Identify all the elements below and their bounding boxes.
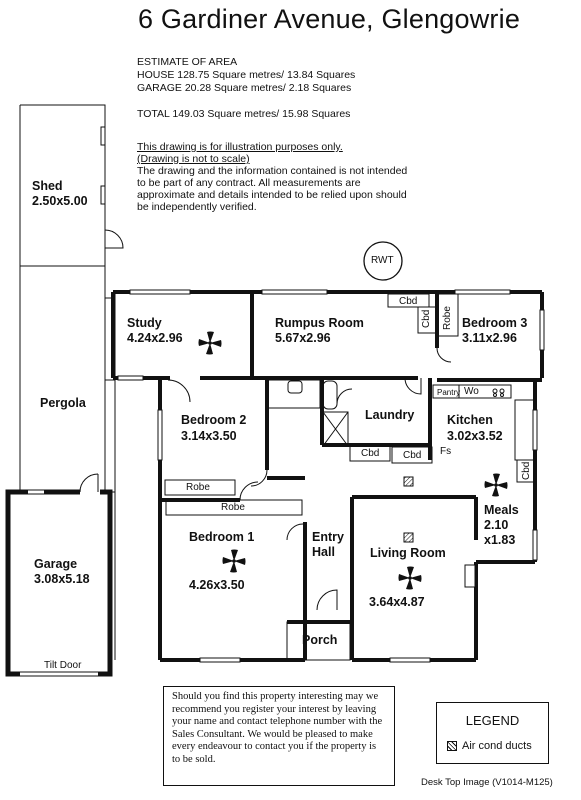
room-bedroom2-dims: 3.14x3.50 [181,429,237,443]
room-meals-dims1: 2.10 [484,518,509,532]
estimate-house: HOUSE 128.75 Square metres/ 13.84 Square… [137,69,356,81]
room-bedroom3-name: Bedroom 3 [462,316,528,330]
disclaimer: This drawing is for illustration purpose… [137,141,417,213]
air-cond-duct-icon [447,741,457,751]
robe-bed2 [164,479,236,496]
duct-living [403,532,414,543]
rwt-label: RWT [371,255,394,266]
estimate-total: TOTAL 149.03 Square metres/ 15.98 Square… [137,108,351,120]
room-entry-name2: Hall [312,545,335,559]
room-garage-dims: 3.08x5.18 [34,572,90,586]
room-laundry-name: Laundry [365,408,415,422]
legend: LEGEND Air cond ducts [436,702,549,764]
room-shed-dims: 2.50x5.00 [32,194,88,208]
legend-air-cond-label: Air cond ducts [462,740,532,752]
room-living-name: Living Room [370,546,446,560]
room-garage-name: Garage [34,557,78,571]
room-bedroom1-dims: 4.26x3.50 [189,578,245,592]
room-study-dims: 4.24x2.96 [127,331,183,345]
garage-walls [5,473,113,677]
legend-row-air-cond: Air cond ducts [447,740,532,752]
cbd-rumpus-side-label: Cbd [421,309,432,328]
legend-title: LEGEND [465,713,520,728]
disclaimer-line1: This drawing is for illustration purpose… [137,141,343,153]
cbd-laundry1-label: Cbd [361,448,380,459]
robe-bed1 [165,499,303,516]
internal-details [117,289,545,663]
room-meals-name: Meals [484,503,519,517]
room-meals-dims2: x1.83 [484,533,516,547]
room-kitchen-dims: 3.02x3.52 [447,429,503,443]
tilt-door-label: Tilt Door [44,660,82,671]
room-rumpus-name: Rumpus Room [275,316,364,330]
disclaimer-line2: (Drawing is not to scale) [137,153,250,165]
rwt-tank [363,241,403,281]
room-pergola-name: Pergola [40,396,86,410]
duct-kitchen [403,476,414,487]
footer-credit: Desk Top Image (V1014-M125) [421,777,553,788]
cbd-rumpus [387,293,430,308]
room-kitchen-name: Kitchen [447,413,493,427]
wo-label: Wo [464,386,479,397]
room-bedroom2-name: Bedroom 2 [181,413,247,427]
ceiling-fan-living [398,566,422,590]
room-porch-name: Porch [302,633,338,647]
ceiling-fan-bedroom1 [222,549,246,573]
page-title: 6 Gardiner Avenue, Glengowrie [138,4,521,34]
room-study-name: Study [127,316,162,330]
robe-bed3-label: Robe [442,306,453,330]
cbd-rumpus-label: Cbd [399,296,418,307]
enquiry-note: Should you find this property interestin… [163,686,395,786]
pantry-label: Pantry [437,388,461,397]
estimate-garage: GARAGE 20.28 Square metres/ 2.18 Squares [137,82,352,94]
cbd-kitchen-label: Cbd [521,461,532,480]
ceiling-fan-kitchen [484,473,508,497]
disclaimer-body: The drawing and the information containe… [137,165,408,213]
cbd-laundry2-label: Cbd [403,450,422,461]
room-bedroom3-dims: 3.11x2.96 [462,331,517,345]
room-living-dims: 3.64x4.87 [369,595,425,609]
cbd-laundry2 [391,446,433,464]
house-walls [111,290,544,662]
shed-pergola-outline [19,104,124,660]
robe-bed1-label: Robe [221,502,245,513]
room-bedroom1-name: Bedroom 1 [189,530,255,544]
robe-bed2-label: Robe [186,482,210,493]
room-shed-name: Shed [32,179,63,193]
robe-bed3 [437,293,459,337]
room-rumpus-dims: 5.67x2.96 [275,331,331,345]
fs-label: Fs [440,446,452,457]
ceiling-fan-study [198,331,222,355]
room-entry-name1: Entry [312,530,344,544]
cbd-laundry1 [349,444,391,462]
estimate-heading: ESTIMATE OF AREA [137,56,238,68]
